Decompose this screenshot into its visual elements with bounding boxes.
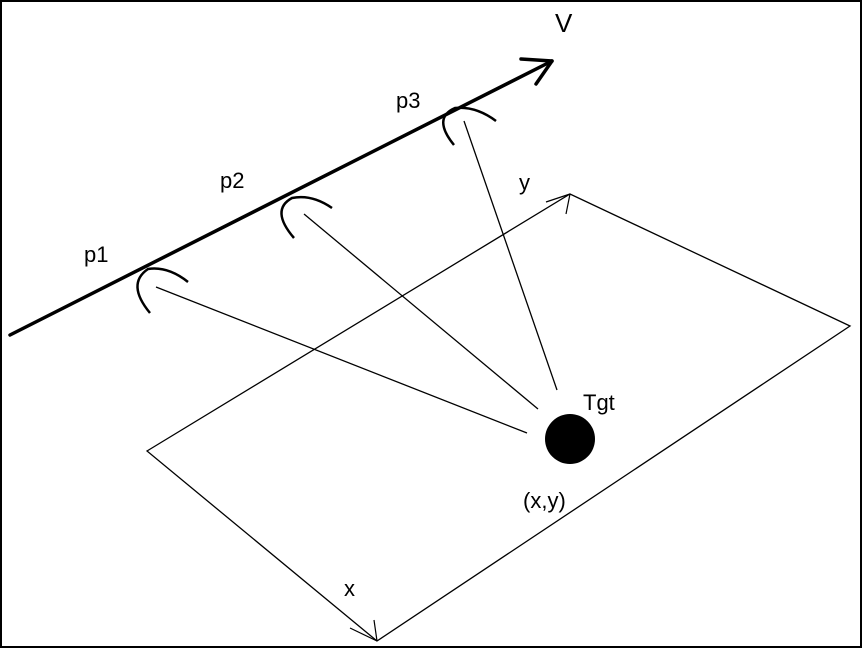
target-label: Tgt <box>583 390 615 415</box>
sightline-p1 <box>155 286 528 434</box>
sightline-p3 <box>463 120 558 391</box>
target-marker <box>545 414 595 464</box>
velocity-arrowhead <box>519 57 554 86</box>
bearing-arc-p2 <box>280 195 333 239</box>
sightline-p2 <box>303 213 539 410</box>
velocity-label: V <box>555 8 573 38</box>
p2-label: p2 <box>220 168 244 193</box>
bearing-arc-p1 <box>136 267 189 314</box>
p3-label: p3 <box>396 88 420 113</box>
ground-plane <box>145 193 852 642</box>
x-axis-label: x <box>344 576 355 601</box>
p1-label: p1 <box>84 242 108 267</box>
target-coords-label: (x,y) <box>523 488 566 513</box>
y-axis-arrowhead <box>545 193 571 215</box>
bearing-arc-p3 <box>442 106 497 146</box>
y-axis-label: y <box>519 170 530 195</box>
x-axis-arrowhead <box>349 619 378 642</box>
